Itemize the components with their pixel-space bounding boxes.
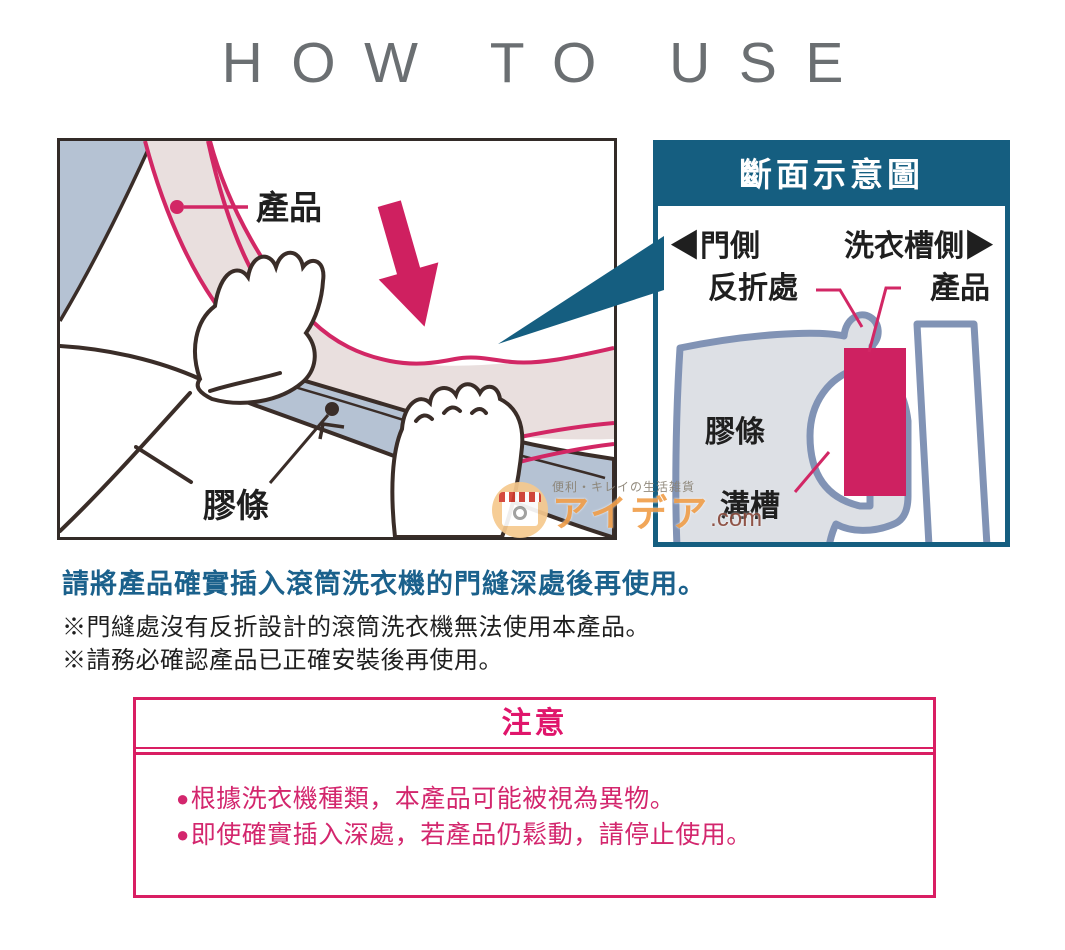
fold-callout-line <box>816 288 864 328</box>
seal-band-notch <box>318 422 345 440</box>
caution-body: ●根據洗衣機種類，本產品可能被視為異物。 ●即使確實插入深處，若產品仍鬆動，請停… <box>136 752 933 895</box>
down-arrow-icon <box>377 200 439 327</box>
caution-item: ●即使確實插入深處，若產品仍鬆動，請停止使用。 <box>176 821 752 849</box>
page-title: HOW TO USE <box>221 31 872 95</box>
product-callout-line <box>867 286 901 353</box>
rubber-strip-label: 膠條 <box>705 416 765 449</box>
left-hand <box>60 250 326 533</box>
rubber-strip-label: 膠條 <box>203 487 269 524</box>
instruction-notes: ※門縫處沒有反折設計的滾筒洗衣機無法使用本產品。 ※請務必確認產品已正確安裝後再… <box>62 611 650 677</box>
cross-section-title: 斷面示意圖 <box>658 145 1005 206</box>
product-callout-dot <box>170 200 184 214</box>
cross-section-body: ◀門側 洗衣槽側▶ 反折處 產品 膠條 溝槽 <box>658 206 1005 542</box>
product-cross-section <box>844 348 906 496</box>
watermark: 便利・キレイの生活雑貨 アイデア.com <box>492 478 762 538</box>
tub-side-label: 洗衣槽側▶ <box>844 230 994 263</box>
instruction-headline: 請將產品確實插入滾筒洗衣機的門縫深處後再使用。 <box>62 569 706 599</box>
watermark-tld: .com <box>710 505 763 532</box>
strip-callout-line <box>268 414 330 484</box>
zoom-callout-triangle <box>498 236 664 344</box>
right-fist <box>390 382 525 537</box>
strip-callout-dot <box>325 402 339 416</box>
installation-drawing: 產品 膠條 <box>60 141 614 537</box>
cross-section-panel: 斷面示意圖 ◀門側 洗衣槽側▶ 反折處 產品 <box>653 140 1010 547</box>
product-strip <box>145 141 614 440</box>
shop-logo-icon <box>492 482 548 538</box>
caution-item: ●根據洗衣機種類，本產品可能被視為異物。 <box>176 785 676 813</box>
fold-label: 反折處 <box>708 272 798 305</box>
bullet-icon: ● <box>176 822 190 847</box>
seal-corner <box>60 141 152 321</box>
product-label: 產品 <box>930 271 990 305</box>
caution-title: 注意 <box>136 700 933 749</box>
watermark-tagline: 便利・キレイの生活雑貨 <box>552 480 696 494</box>
bullet-icon: ● <box>176 786 190 811</box>
caution-box: 注意 ●根據洗衣機種類，本產品可能被視為異物。 ●即使確實插入深處，若產品仍鬆動… <box>133 697 936 898</box>
groove-callout-line <box>793 451 831 493</box>
installation-illustration: 產品 膠條 <box>57 138 617 540</box>
cross-section-drawing: ◀門側 洗衣槽側▶ 反折處 產品 膠條 溝槽 <box>670 230 994 542</box>
groove-label: 溝槽 <box>720 490 780 523</box>
note-line: ※門縫處沒有反折設計的滾筒洗衣機無法使用本產品。 <box>62 614 650 641</box>
watermark-sitename: アイデア.com <box>552 493 763 534</box>
door-side-label: ◀門側 <box>670 230 760 263</box>
product-label: 產品 <box>256 189 322 226</box>
note-line: ※請務必確認產品已正確安裝後再使用。 <box>62 647 503 674</box>
tub-side-wall <box>913 320 991 542</box>
